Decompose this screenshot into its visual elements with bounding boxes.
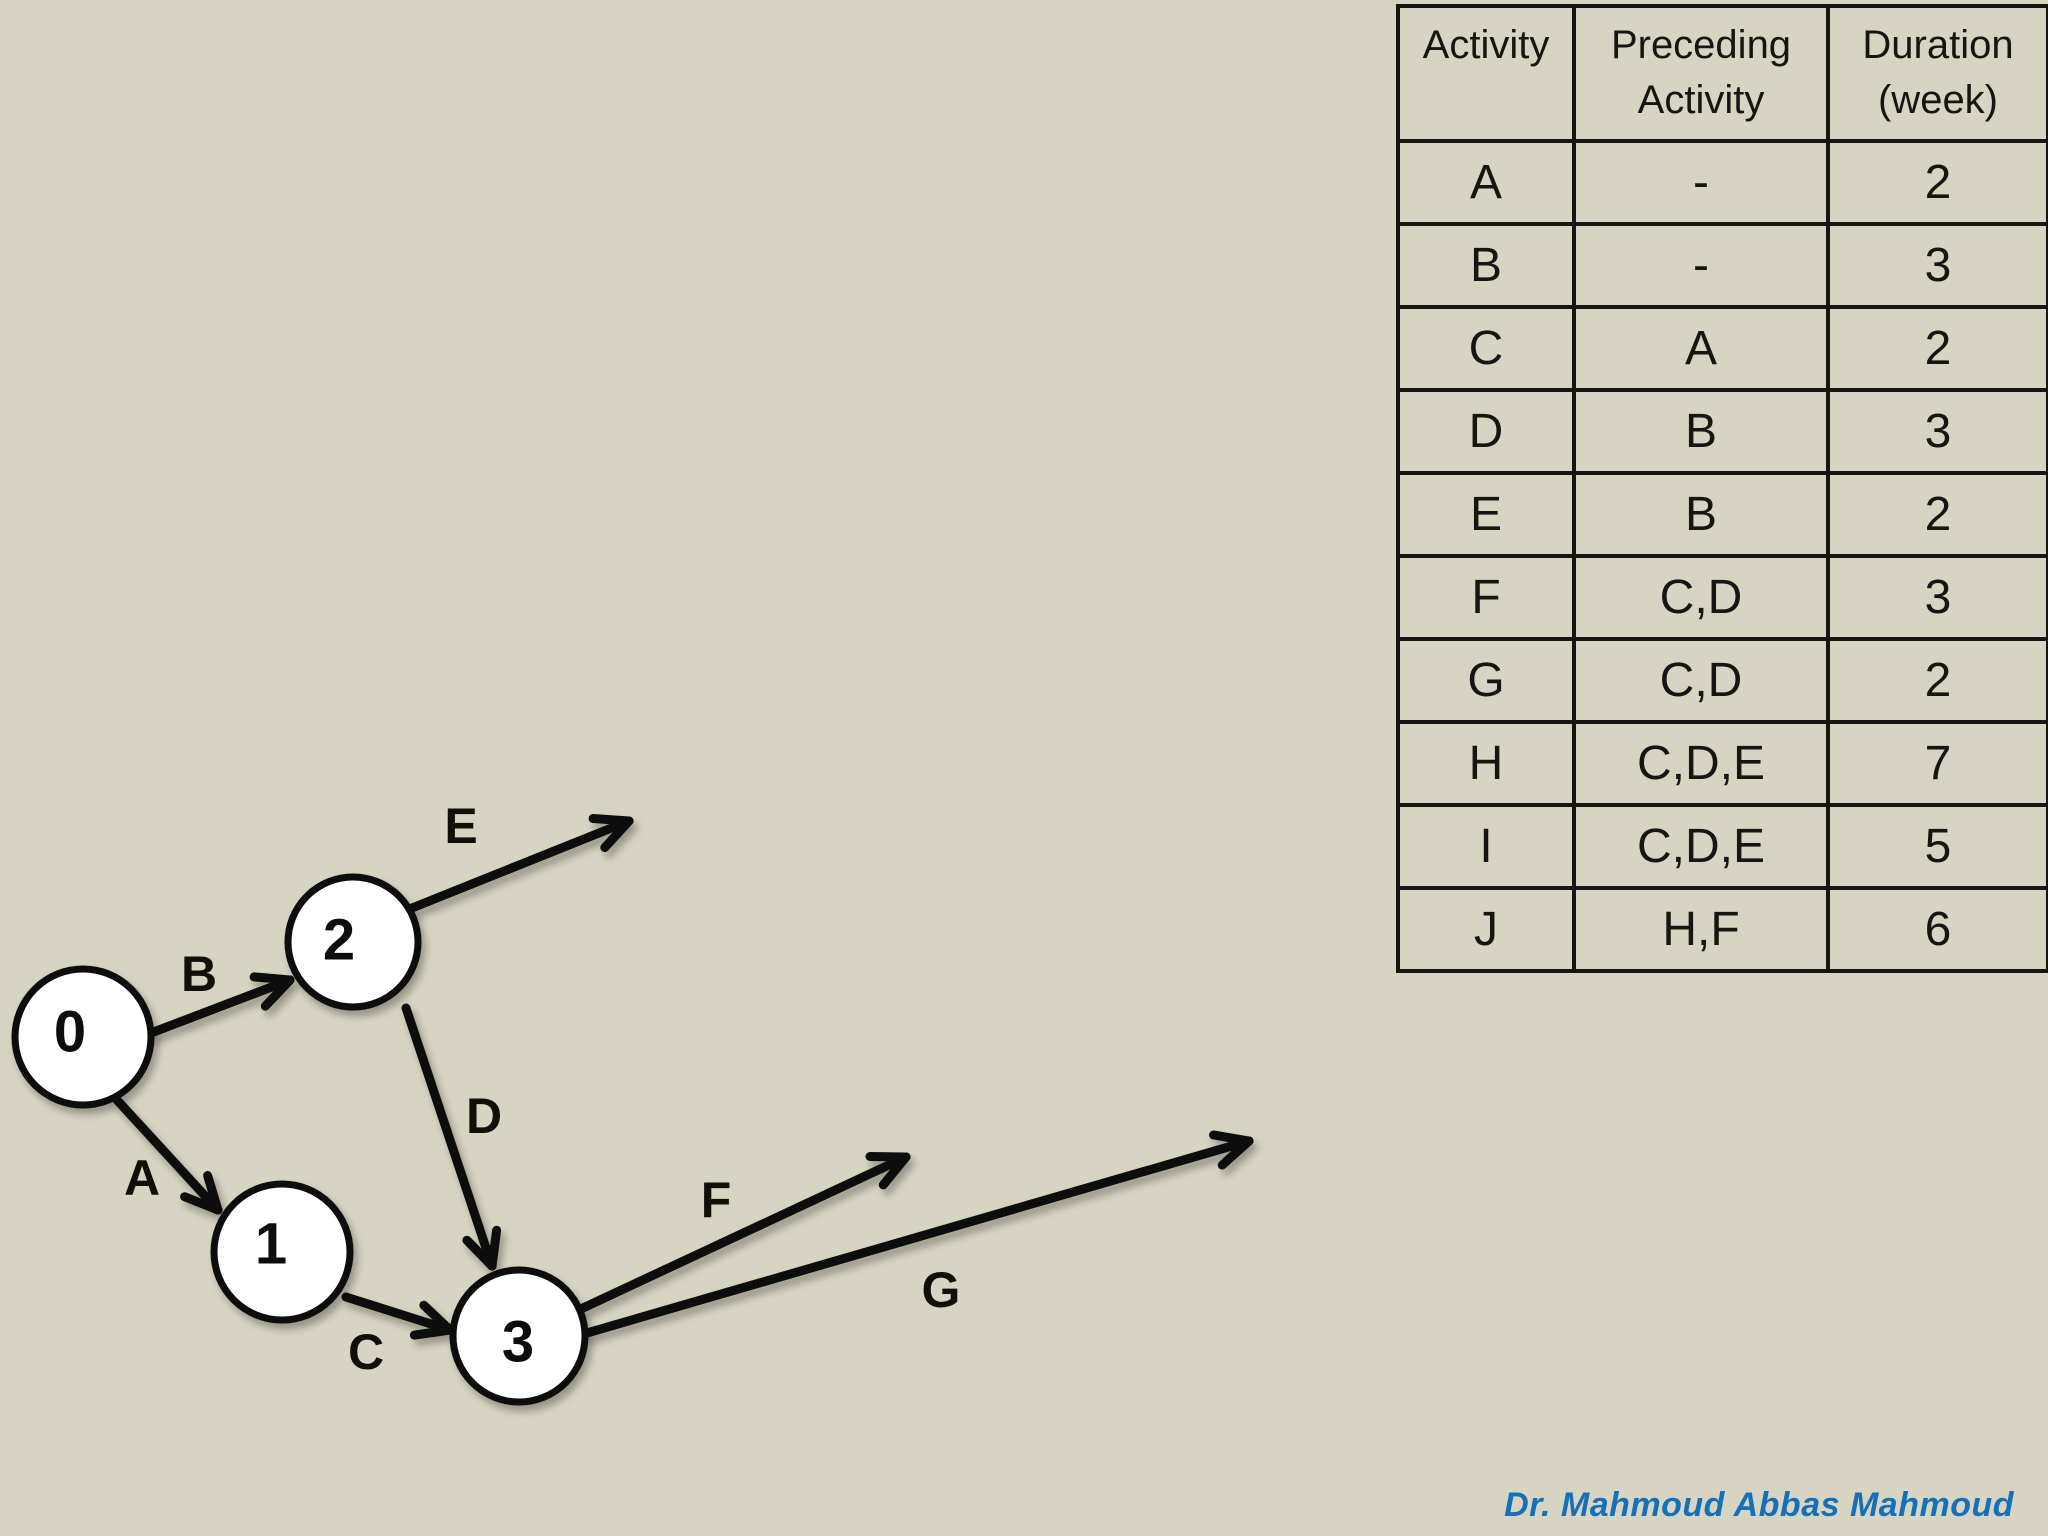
cell-activity-D: D	[1396, 388, 1576, 475]
edge-label-G: G	[922, 1262, 961, 1318]
cell-activity-A: A	[1396, 139, 1576, 226]
edge-D	[401, 1003, 502, 1271]
cell-activity-F: F	[1396, 554, 1576, 641]
edge-G-arrowhead-upper	[1217, 1136, 1254, 1170]
cell-duration-A: 2	[1826, 139, 2048, 226]
edge-C	[341, 1292, 455, 1340]
node-2-circle	[284, 873, 422, 1011]
cell-preceding-F: C,D	[1572, 554, 1830, 641]
table-row-B: B-3	[1396, 222, 2048, 309]
edge-B-arrowhead-lower	[249, 972, 295, 985]
edge-label-E: E	[444, 798, 477, 854]
edge-E	[407, 814, 634, 913]
edge-G-shaft	[582, 1136, 1254, 1338]
edges-layer	[112, 814, 1254, 1340]
cell-activity-B: B	[1396, 222, 1576, 309]
cell-activity-C: C	[1396, 305, 1576, 392]
edge-D-shaft	[401, 1003, 497, 1271]
cell-preceding-G: C,D	[1572, 637, 1830, 724]
cell-duration-D: 3	[1826, 388, 2048, 475]
node-3: 3	[449, 1266, 589, 1406]
edge-B	[146, 972, 295, 1038]
edge-A-arrowhead-upper	[180, 1192, 223, 1215]
edge-E-shaft	[407, 816, 634, 913]
col-header-preceding: Preceding Activity	[1572, 4, 1830, 143]
col-header-activity: Activity	[1396, 4, 1576, 143]
node-2-label: 2	[323, 908, 355, 973]
edge-A-arrowhead-lower	[203, 1171, 223, 1215]
edge-label-D: D	[466, 1088, 502, 1144]
cell-activity-I: I	[1396, 803, 1576, 890]
edge-A	[112, 1095, 223, 1215]
edge-A-shaft	[112, 1095, 223, 1215]
edge-D-arrowhead-upper	[462, 1235, 497, 1271]
edge-label-C: C	[348, 1324, 384, 1380]
cell-duration-G: 2	[1826, 637, 2048, 724]
edge-F-arrowhead-upper	[878, 1152, 911, 1190]
cell-preceding-A: -	[1572, 139, 1830, 226]
edge-label-B: B	[181, 946, 217, 1002]
edge-labels-layer: A B C D E F G	[124, 798, 961, 1380]
cell-duration-J: 6	[1826, 886, 2048, 973]
cell-duration-F: 3	[1826, 554, 2048, 641]
edge-G-arrowhead-lower	[1209, 1130, 1254, 1146]
node-0: 0	[11, 965, 155, 1109]
edge-B-arrowhead-upper	[260, 975, 295, 1011]
edge-C-shaft	[341, 1292, 455, 1335]
cell-activity-J: J	[1396, 886, 1576, 973]
nodes-layer: 0 2 1 3	[11, 873, 589, 1406]
node-1-label: 1	[255, 1212, 287, 1277]
cell-duration-E: 2	[1826, 471, 2048, 558]
node-2: 2	[284, 873, 422, 1011]
edge-F	[578, 1152, 911, 1313]
table-row-A: A-2	[1396, 139, 2048, 226]
edge-D-arrowhead-lower	[487, 1225, 502, 1271]
cell-duration-B: 3	[1826, 222, 2048, 309]
cell-activity-E: E	[1396, 471, 1576, 558]
edge-E-arrowhead-lower	[588, 814, 634, 826]
cell-preceding-C: A	[1572, 305, 1830, 392]
author-credit: Dr. Mahmoud Abbas Mahmoud	[1504, 1486, 2014, 1524]
edge-label-A: A	[124, 1150, 160, 1206]
cell-preceding-B: -	[1572, 222, 1830, 309]
cell-preceding-I: C,D,E	[1572, 803, 1830, 890]
col-header-duration: Duration (week)	[1826, 4, 2048, 143]
edge-C-arrowhead-lower	[419, 1300, 455, 1335]
node-3-circle	[449, 1266, 589, 1406]
cell-preceding-E: B	[1572, 471, 1830, 558]
cell-duration-I: 5	[1826, 803, 2048, 890]
edge-C-arrowhead-upper	[409, 1325, 455, 1340]
edge-label-F: F	[701, 1172, 732, 1228]
edge-B-shaft	[146, 975, 295, 1038]
cell-preceding-J: H,F	[1572, 886, 1830, 973]
edge-E-arrowhead-upper	[600, 816, 634, 853]
node-1-circle	[210, 1180, 354, 1324]
node-3-label: 3	[502, 1310, 534, 1375]
cell-duration-H: 7	[1826, 720, 2048, 807]
edge-G	[582, 1130, 1254, 1338]
node-1: 1	[210, 1180, 354, 1324]
cell-duration-C: 2	[1826, 305, 2048, 392]
node-0-label: 0	[54, 1000, 86, 1065]
edge-F-shaft	[578, 1152, 911, 1313]
node-0-circle	[11, 965, 155, 1109]
cell-activity-G: G	[1396, 637, 1576, 724]
cell-preceding-D: B	[1572, 388, 1830, 475]
cell-activity-H: H	[1396, 720, 1576, 807]
cell-preceding-H: C,D,E	[1572, 720, 1830, 807]
